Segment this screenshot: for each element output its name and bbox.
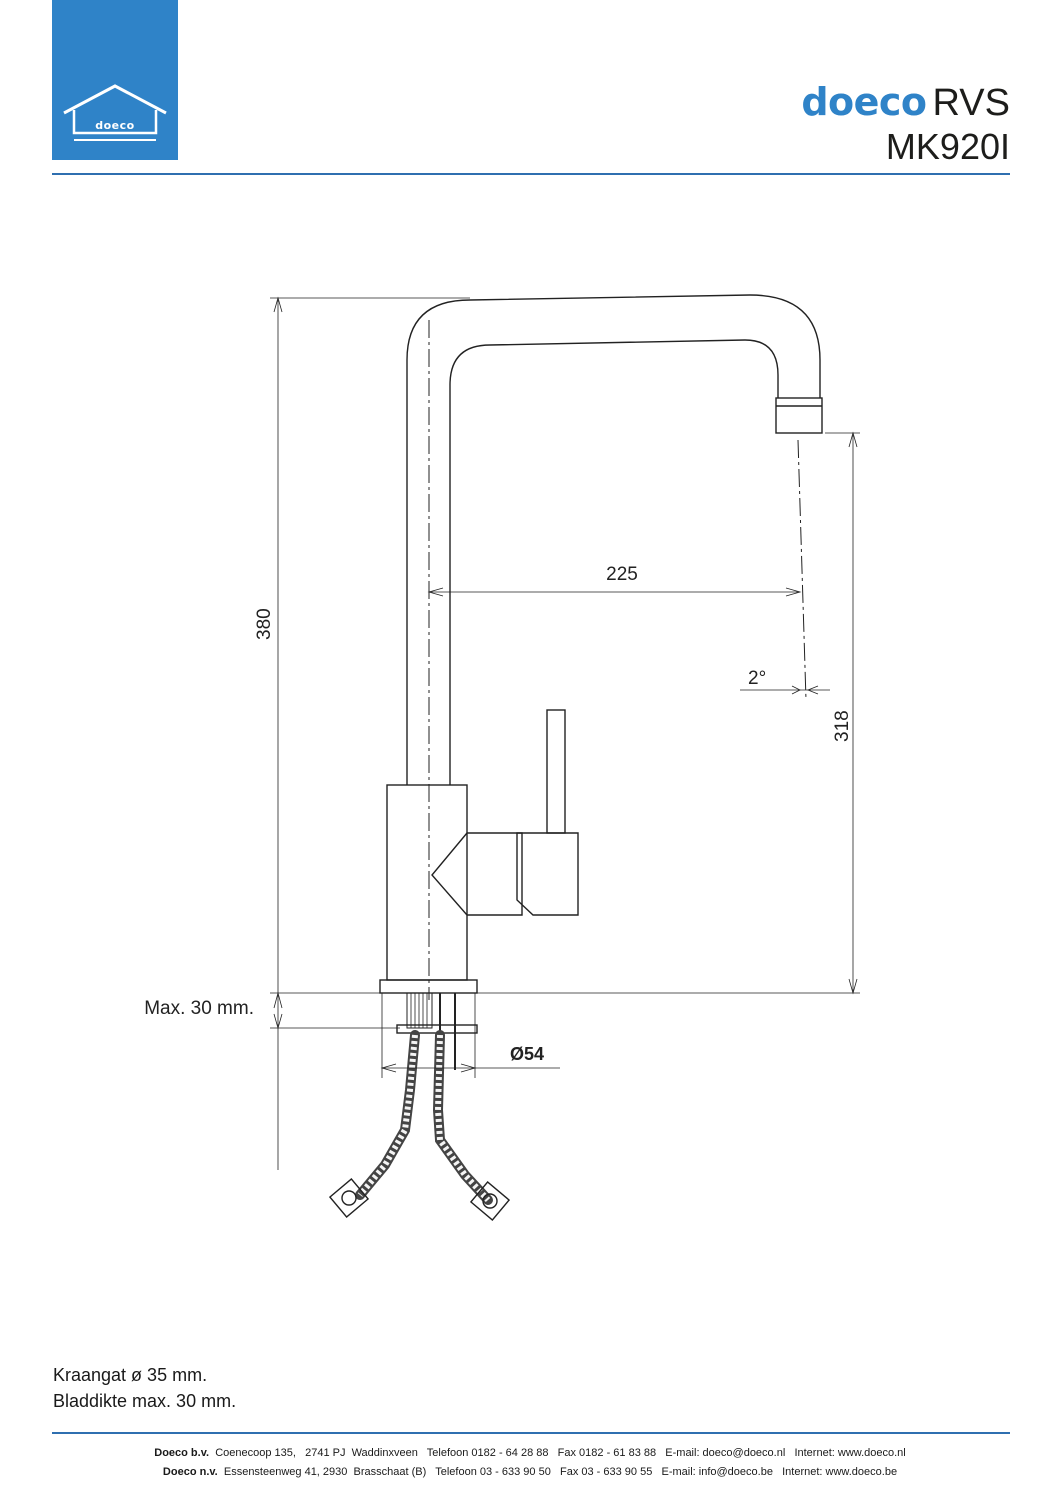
- footer-nl-company: Doeco b.v.: [154, 1447, 210, 1459]
- dim-angle: 2°: [748, 668, 766, 689]
- footer-divider: [52, 1432, 1010, 1434]
- footer-be-company: Doeco n.v.: [162, 1466, 218, 1478]
- lever-mount: [431, 832, 523, 916]
- stream-line: [797, 439, 807, 701]
- faucet-body: [386, 784, 468, 981]
- hose-fitting-right: [469, 1181, 511, 1221]
- hose-right: [432, 1030, 493, 1205]
- brand-name: doeco: [801, 80, 927, 124]
- house-icon: [63, 84, 167, 141]
- spout-inner-outline: [449, 339, 779, 785]
- lever-handle: [546, 709, 566, 834]
- note-counter-thickness: Bladdikte max. 30 mm.: [53, 1391, 237, 1411]
- dim-225: 225: [606, 564, 638, 585]
- dim-380: 380: [254, 608, 275, 640]
- dim-318: 318: [832, 710, 853, 742]
- footer-nl-details: Coenecoop 135, 2741 PJ Waddinxveen Telef…: [215, 1447, 906, 1459]
- dim-max-thickness: Max. 30 mm.: [144, 998, 254, 1019]
- footer-be: Doeco n.v. Essensteenweg 41, 2930 Brassc…: [0, 1466, 1060, 1478]
- header-divider: [52, 173, 1010, 175]
- footer-be-details: Essensteenweg 41, 2930 Brasschaat (B) Te…: [223, 1466, 898, 1478]
- aerator: [775, 397, 823, 434]
- note-hole-size: Kraangat ø 35 mm.: [53, 1365, 208, 1385]
- material-label: RVS: [932, 82, 1010, 124]
- spout-outline: [406, 294, 821, 785]
- footer-nl: Doeco b.v. Coenecoop 135, 2741 PJ Waddin…: [0, 1447, 1060, 1459]
- dim-diameter: Ø54: [510, 1044, 544, 1064]
- hose-fitting-left: [328, 1178, 370, 1218]
- model-number: MK920I: [885, 126, 1010, 167]
- doeco-logo: doeco: [52, 0, 178, 160]
- logo-text: doeco: [95, 119, 135, 132]
